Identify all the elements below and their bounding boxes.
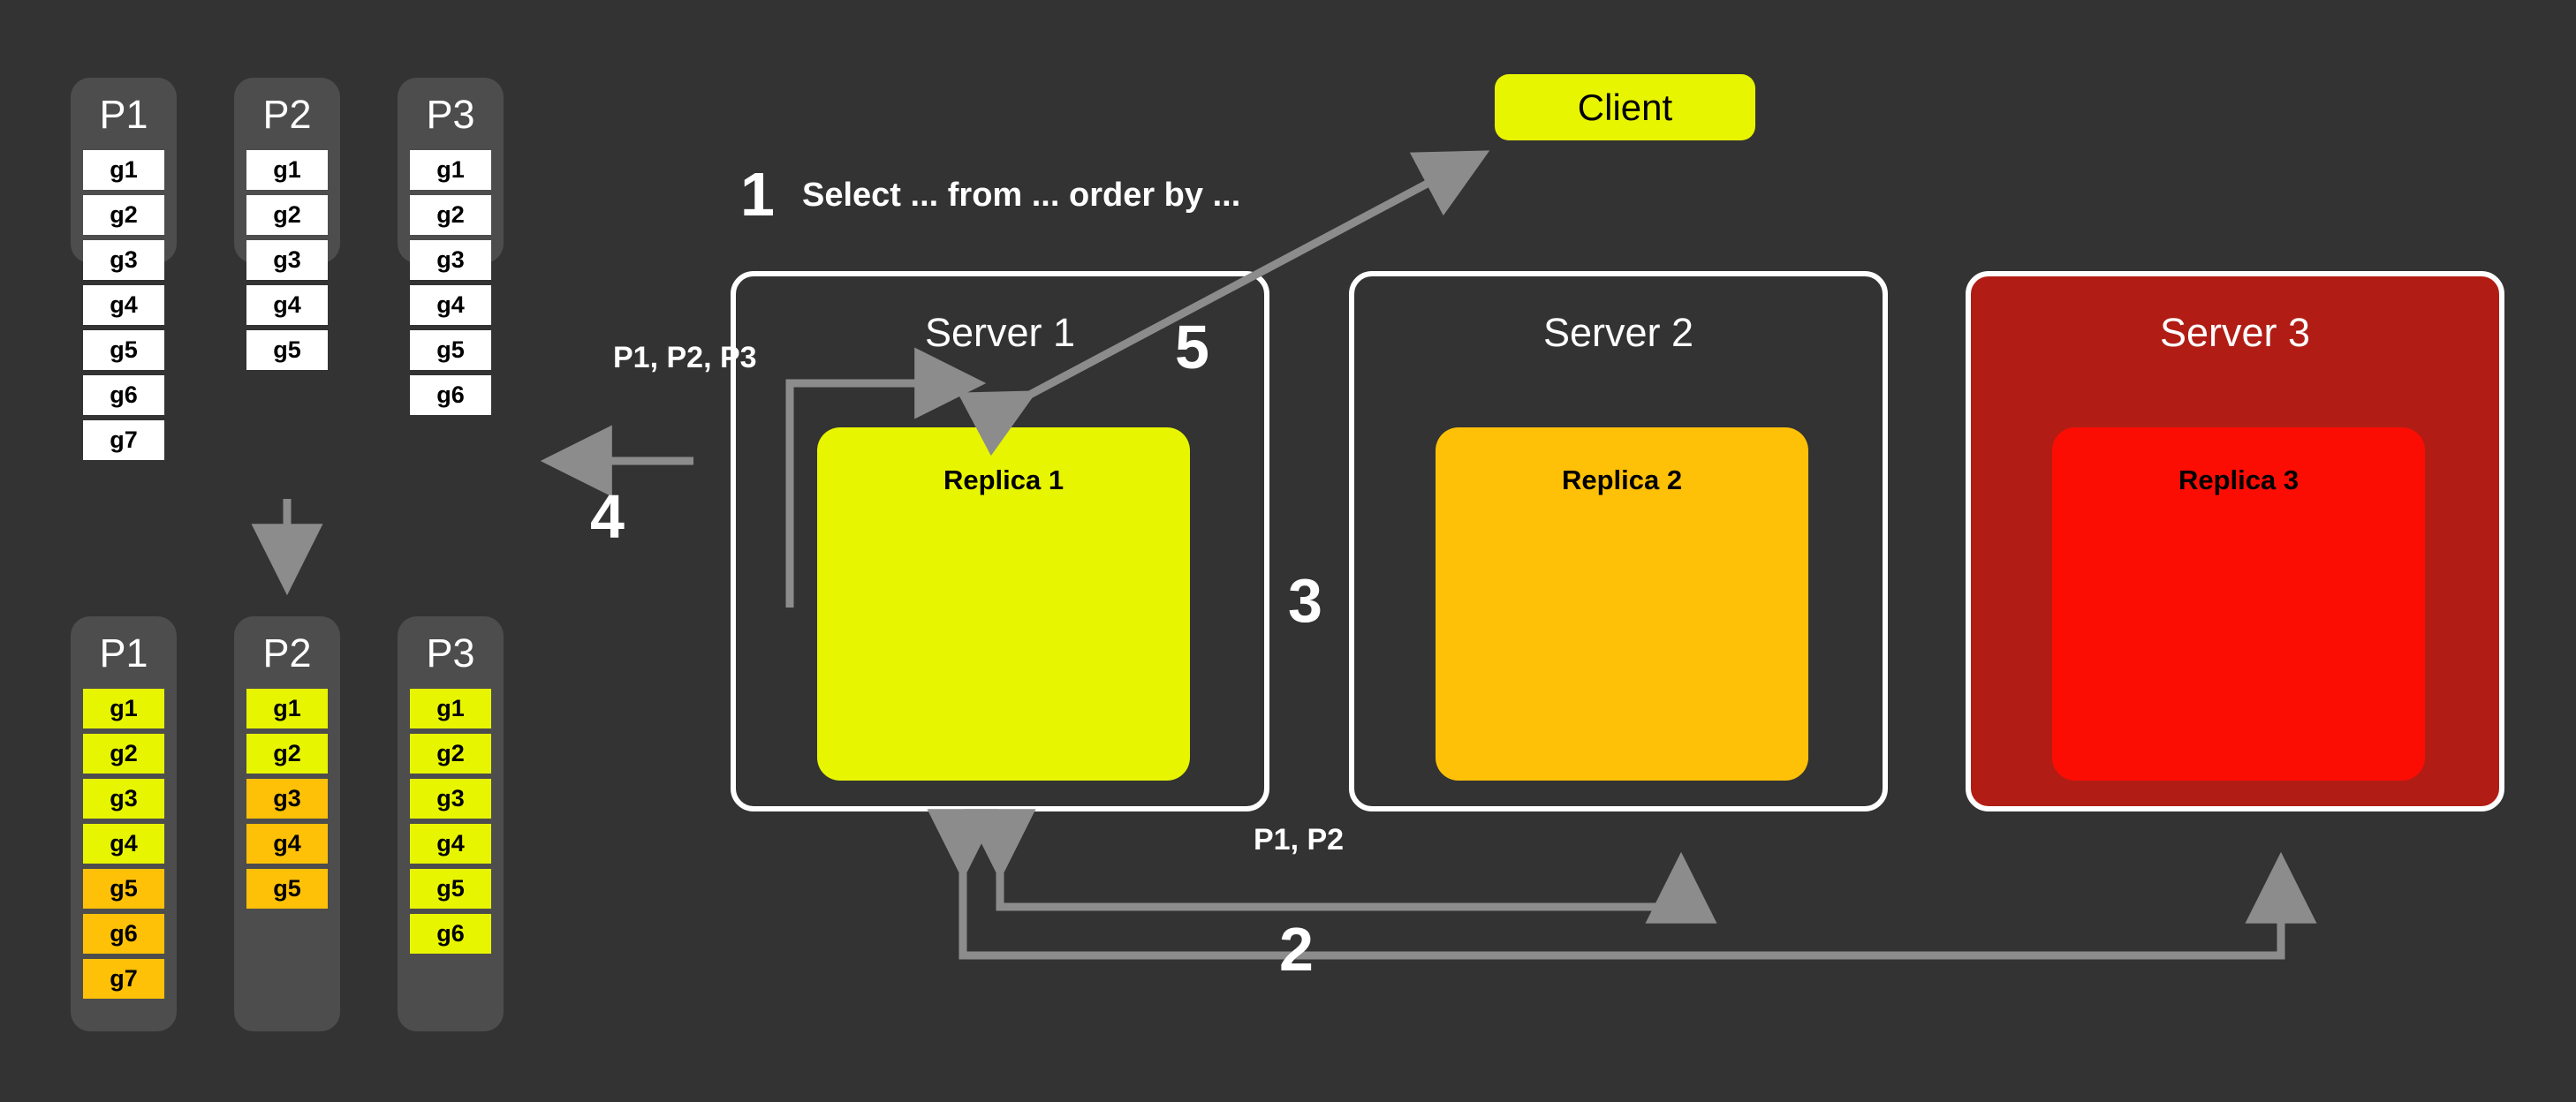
partition-cells: g1 g2 g3 g4 g5 g6 g7 <box>83 150 164 465</box>
partition-cell: g1 <box>246 689 328 728</box>
partition-cell: g4 <box>410 824 491 864</box>
partition-title: P3 <box>426 92 475 137</box>
replica-label: Replica 1 <box>943 464 1064 495</box>
client-node[interactable]: Client <box>1495 74 1755 140</box>
partition-column-p3-before: P3 g1 g2 g3 g4 g5 g6 <box>398 78 504 415</box>
partition-cell: g4 <box>246 285 328 325</box>
partition-cell: g4 <box>410 285 491 325</box>
partition-cell: g3 <box>246 779 328 819</box>
partition-cell: g1 <box>410 150 491 190</box>
partition-column-p3-after: P3 g1 g2 g3 g4 g5 g6 <box>398 616 504 1031</box>
partition-cell: g2 <box>83 734 164 774</box>
replica-2-box[interactable]: Replica 2 <box>1436 427 1808 781</box>
partition-cells: g1 g2 g3 g4 g5 g6 g7 <box>83 689 164 1004</box>
replica-label: Replica 3 <box>2178 464 2299 495</box>
arrow-step2-inner <box>964 809 1717 924</box>
partition-cell: g4 <box>83 824 164 864</box>
partition-title: P2 <box>262 630 312 676</box>
partition-cells: g1 g2 g3 g4 g5 <box>246 150 328 375</box>
label-partitions-all: P1, P2, P3 <box>613 341 757 374</box>
partition-cell: g6 <box>83 375 164 415</box>
partition-cell: g2 <box>246 195 328 235</box>
client-label: Client <box>1577 86 1673 128</box>
step-1-number: 1 <box>740 160 775 229</box>
partition-cell: g6 <box>410 914 491 954</box>
partition-cell: g5 <box>410 869 491 909</box>
partition-cells: g1 g2 g3 g4 g5 g6 <box>410 150 491 420</box>
partition-column-p2-after: P2 g1 g2 g3 g4 g5 <box>234 616 340 1031</box>
partition-cell: g3 <box>83 240 164 280</box>
replica-label: Replica 2 <box>1561 464 1683 495</box>
server-title: Server 3 <box>2159 310 2311 355</box>
partition-cell: g2 <box>83 195 164 235</box>
partition-cell: g5 <box>83 869 164 909</box>
partition-column-p1-before: P1 g1 g2 g3 g4 g5 g6 g7 <box>71 78 177 460</box>
server-title: Server 2 <box>1542 310 1694 355</box>
partition-cells: g1 g2 g3 g4 g5 g6 <box>410 689 491 959</box>
partition-column-p2-before: P2 g1 g2 g3 g4 g5 <box>234 78 340 370</box>
partition-cell: g2 <box>246 734 328 774</box>
step-5-number: 5 <box>1175 313 1209 381</box>
server-3-box[interactable]: Server 3 Replica 3 <box>1966 271 2504 811</box>
partition-cell: g3 <box>410 240 491 280</box>
label-partitions-pair: P1, P2 <box>1254 823 1345 857</box>
partition-title: P1 <box>99 630 148 676</box>
partition-cell: g1 <box>410 689 491 728</box>
partition-cell: g7 <box>83 420 164 460</box>
partition-cell: g1 <box>83 689 164 728</box>
partition-title: P2 <box>262 92 312 137</box>
partition-column-p1-after: P1 g1 g2 g3 g4 g5 g6 g7 <box>71 616 177 1031</box>
partition-cell: g7 <box>83 959 164 999</box>
partition-cell: g6 <box>83 914 164 954</box>
partition-cell: g4 <box>83 285 164 325</box>
partition-cell: g1 <box>246 150 328 190</box>
step-4-number: 4 <box>590 482 625 551</box>
arrow-step2-outer <box>998 861 1681 908</box>
partition-cell: g1 <box>83 150 164 190</box>
step-1-query-text: Select ... from ... order by ... <box>802 177 1241 214</box>
partition-cells: g1 g2 g3 g4 g5 <box>246 689 328 914</box>
replica-3-box[interactable]: Replica 3 <box>2052 427 2425 781</box>
replica-1-box[interactable]: Replica 1 <box>817 427 1190 781</box>
partition-cell: g3 <box>246 240 328 280</box>
partition-title: P1 <box>99 92 148 137</box>
partition-title: P3 <box>426 630 475 676</box>
partition-cell: g5 <box>83 330 164 370</box>
partition-cell: g3 <box>83 779 164 819</box>
server-2-box[interactable]: Server 2 Replica 2 <box>1349 271 1888 811</box>
partition-cell: g5 <box>246 869 328 909</box>
step-2-number: 2 <box>1279 915 1314 984</box>
partition-cell: g4 <box>246 824 328 864</box>
partition-cell: g5 <box>410 330 491 370</box>
partition-cell: g2 <box>410 195 491 235</box>
partition-cell: g6 <box>410 375 491 415</box>
partition-cell: g3 <box>410 779 491 819</box>
partition-cell: g2 <box>410 734 491 774</box>
arrow-step2-outer-path <box>927 809 2317 960</box>
step-3-number: 3 <box>1288 566 1322 635</box>
partition-cell: g5 <box>246 330 328 370</box>
